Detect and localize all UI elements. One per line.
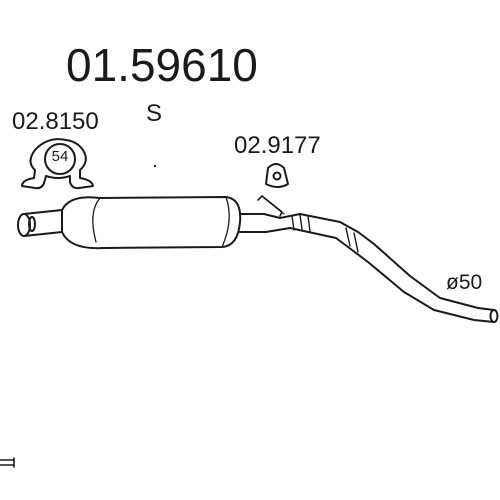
clamp-size-label: 54 [51,148,69,165]
clamp-reference: 02.8150 [12,108,99,135]
part-code: S [146,100,163,127]
marker-dot [153,164,157,168]
corner-fragment [0,457,15,468]
hanger-reference: 02.9177 [234,132,321,159]
pipe-clamp-icon [21,138,94,190]
rubber-hanger-icon [265,163,289,188]
part-number: 01.59610 [66,39,258,91]
rear-silencer-drawing [17,195,499,323]
pipe-diameter-label: ø50 [446,271,483,294]
